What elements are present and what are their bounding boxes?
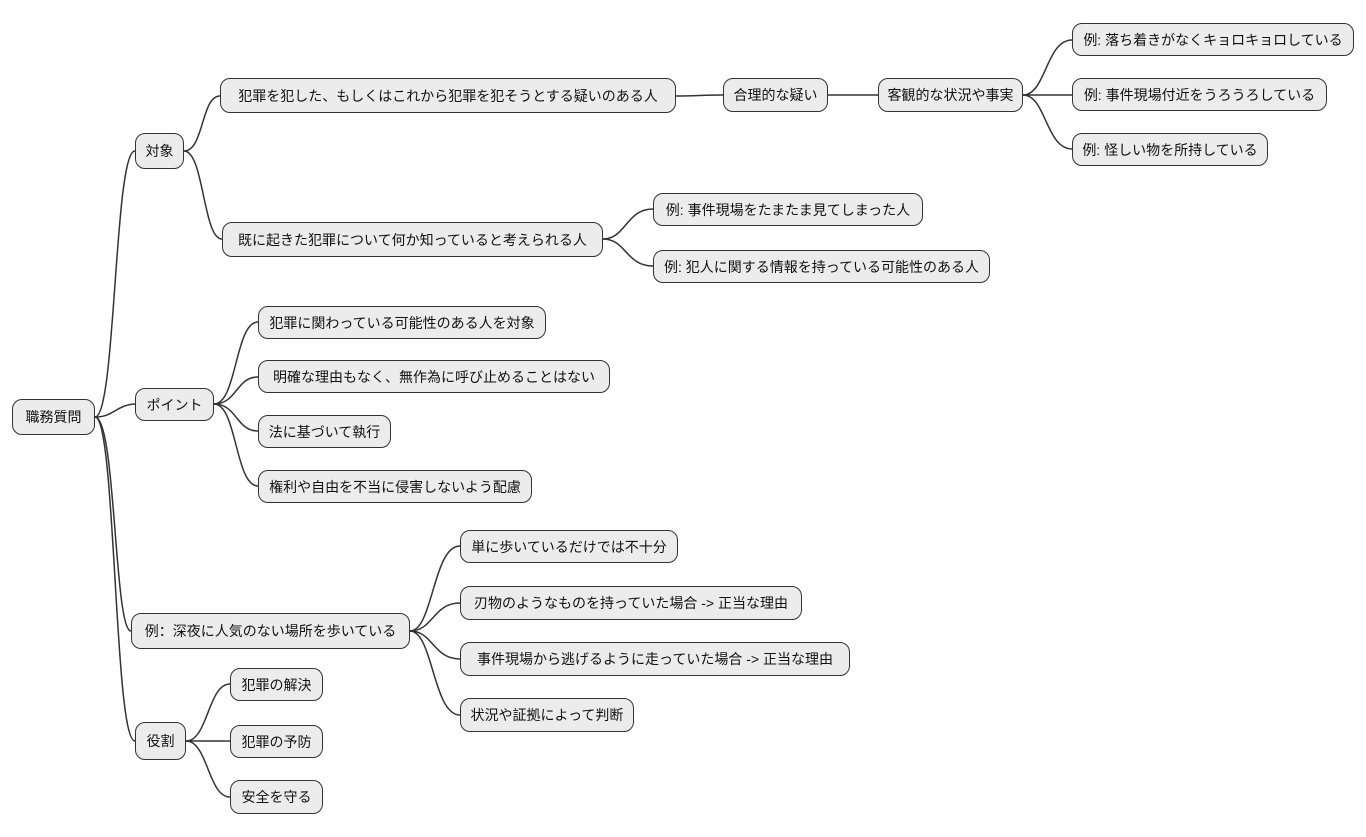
node-gouriteki-utagai: 合理的な疑い <box>723 78 828 112</box>
node-kizuni-okita-hanzai: 既に起きた犯罪について何か知っていると考えられる人 <box>222 222 603 257</box>
node-rei-shinya: 例：深夜に人気のない場所を歩いている <box>131 613 410 649</box>
node-yakuwari-anzen: 安全を守る <box>230 780 323 814</box>
node-yakuwari-yobou: 犯罪の予防 <box>230 725 323 758</box>
edge-root-point <box>94 403 136 418</box>
edge-kyakkan-ex1 <box>1022 39 1073 96</box>
node-rei-nigeru: 事件現場から逃げるように走っていた場合 -> 正当な理由 <box>460 642 850 676</box>
node-taishou: 対象 <box>135 133 184 169</box>
edge-rei-r2 <box>409 602 461 632</box>
edge-kizuni-mokugeki <box>602 208 654 240</box>
edge-taishou-hanzai <box>183 95 221 152</box>
node-point: ポイント <box>135 388 214 421</box>
node-point-musakui-nashi: 明確な理由もなく、無作為に呼び止めることはない <box>258 360 610 393</box>
node-kyakkanteki-joukyou: 客観的な状況や事実 <box>878 78 1023 112</box>
node-yakuwari: 役割 <box>135 722 186 760</box>
edge-point-p4 <box>213 403 259 487</box>
edge-yakuwari-y1 <box>185 683 231 742</box>
node-point-hou-shikkou: 法に基づいて執行 <box>258 415 391 448</box>
edge-taishou-kizuni <box>183 150 223 240</box>
edge-rei-r4 <box>409 630 461 716</box>
node-rei-urouro: 例: 事件現場付近をうろうろしている <box>1072 78 1327 111</box>
node-rei-fujuubun: 単に歩いているだけでは不十分 <box>460 530 678 563</box>
edge-yakuwari-y3 <box>185 740 231 798</box>
node-rei-shouko-handan: 状況や証拠によって判断 <box>460 698 634 732</box>
edge-point-p3 <box>213 403 259 432</box>
node-point-taishou: 犯罪に関わっている可能性のある人を対象 <box>258 306 546 339</box>
node-rei-hannin-jouhou: 例: 犯人に関する情報を持っている可能性のある人 <box>653 250 990 283</box>
node-point-kenri-hairyo: 権利や自由を不当に侵害しないよう配慮 <box>258 470 532 503</box>
edge-root-rei-shinya <box>94 416 132 632</box>
node-rei-hamono: 刃物のようなものを持っていた場合 -> 正当な理由 <box>460 586 802 620</box>
edge-root-yakuwari <box>94 416 136 742</box>
node-rei-kyorokyoro: 例: 落ち着きがなくキョロキョロしている <box>1072 23 1354 56</box>
edge-kizuni-jouhou <box>602 238 654 267</box>
node-yakuwari-kaiketsu: 犯罪の解決 <box>230 668 323 701</box>
edge-hanzai-gouriteki <box>675 94 724 97</box>
edge-kyakkan-ex3 <box>1022 94 1073 150</box>
node-rei-mokugeki: 例: 事件現場をたまたま見てしまった人 <box>653 193 923 226</box>
edge-root-taishou <box>94 150 136 418</box>
node-rei-ayashii-mono: 例: 怪しい物を所持している <box>1072 133 1268 166</box>
edge-point-p1 <box>213 321 259 405</box>
edge-rei-r3 <box>409 630 461 660</box>
node-hanzai-utagai: 犯罪を犯した、もしくはこれから犯罪を犯そうとする疑いのある人 <box>220 78 676 113</box>
edge-rei-r1 <box>409 545 461 632</box>
node-root-shokumu-shitsumon: 職務質問 <box>12 399 95 435</box>
edge-point-p2 <box>213 376 259 405</box>
